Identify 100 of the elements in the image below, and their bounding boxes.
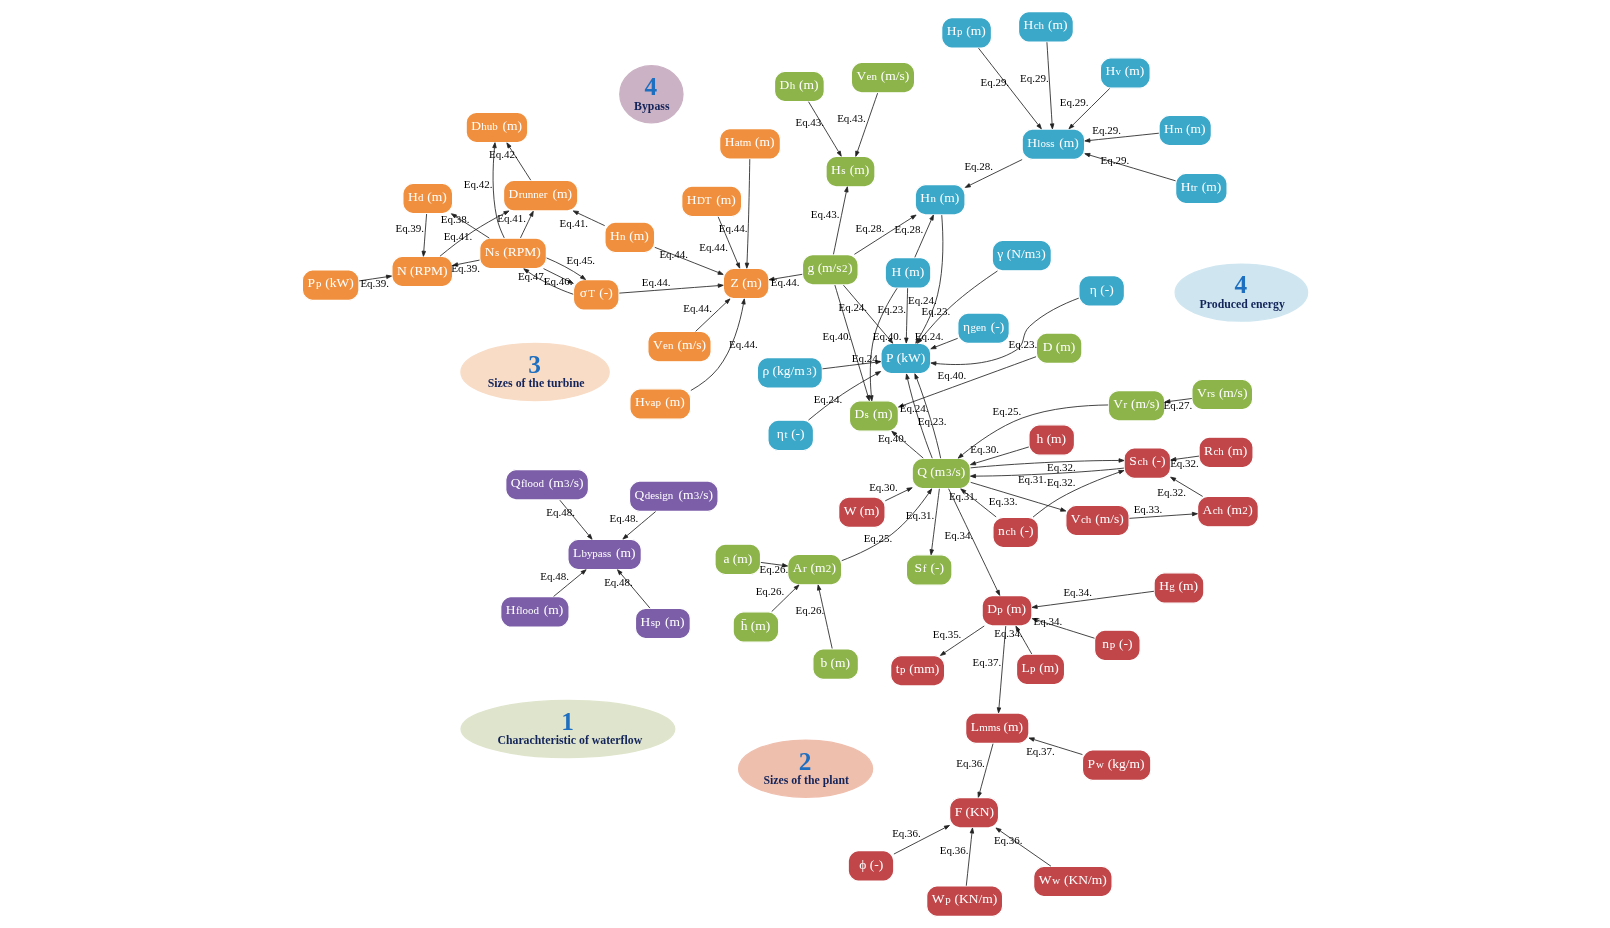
arrow	[559, 499, 593, 540]
edge-label: Eq.32.	[1047, 461, 1076, 474]
edge-label: Eq.48.	[546, 506, 575, 519]
arrow	[760, 562, 788, 568]
arrow	[843, 284, 894, 344]
arrow	[905, 373, 933, 459]
edge-label: Eq.41.	[443, 230, 473, 243]
node-box: Drunner (m)	[502, 179, 579, 212]
node-box: ηgen (-)	[957, 312, 1010, 345]
arrow	[506, 142, 532, 181]
node-box: Lp (m)	[1015, 653, 1066, 686]
node-box: Q (m3/s)	[911, 457, 972, 490]
edge-label: Eq.41.	[497, 211, 526, 224]
node-box: D (m)	[1035, 332, 1083, 365]
edge-label: Eq.41.	[559, 217, 589, 230]
edge-label: Eq.48.	[540, 570, 570, 583]
node-box: Hatm (m)	[719, 128, 782, 160]
edge-label: Eq.34.	[1063, 586, 1093, 599]
node-box: Ar (m2)	[787, 553, 843, 586]
node-box: Dp (m)	[981, 594, 1033, 627]
node-box: Pw (kg/m)	[1081, 749, 1152, 781]
edge-label: Eq.25.	[863, 531, 893, 544]
arrow	[995, 827, 1052, 867]
edge-label: Eq.24.	[914, 330, 944, 343]
edge-label: Eq.24.	[851, 352, 881, 365]
arrow	[970, 458, 1125, 469]
arrow	[914, 214, 934, 258]
edge-label: Eq.40.	[822, 329, 852, 342]
arrow	[1031, 590, 1155, 609]
node-box: ρ (kg/m3)	[756, 357, 823, 389]
edge-label: Eq.23.	[921, 305, 951, 318]
arrow	[622, 511, 657, 540]
node-box: Hv (m)	[1099, 57, 1151, 89]
arrow	[421, 213, 427, 257]
edge-label: Eq.40.	[937, 368, 967, 381]
node-box: ηt (-)	[767, 419, 815, 452]
arrow	[1068, 88, 1111, 130]
node-box: Sch (-)	[1123, 447, 1172, 479]
arrow	[553, 569, 587, 597]
node-box: Ven (m/s)	[850, 61, 916, 94]
node-box: Hch (m)	[1017, 11, 1074, 43]
edge-label: Eq.31.	[948, 489, 978, 502]
arrow	[930, 337, 959, 350]
arrow	[904, 287, 909, 344]
edge-label: Eq.38.	[440, 212, 470, 225]
edge-label: Eq.48.	[604, 575, 633, 588]
arrow	[1015, 625, 1033, 655]
node-box: Vrs (m/s)	[1191, 378, 1254, 411]
edge-label: Eq.26.	[795, 603, 825, 616]
node-box: Hg (m)	[1153, 572, 1205, 604]
edge-label: Eq.39.	[360, 277, 390, 290]
node-box: Wp (KN/m)	[926, 885, 1004, 917]
edge-label: Eq.39.	[451, 261, 480, 274]
node-box: Qflood (m3/s)	[505, 468, 590, 501]
node-box: Hvap (m)	[629, 388, 692, 420]
edge-label: Eq.28.	[894, 223, 924, 236]
edge-label: Eq.44.	[729, 337, 758, 350]
edge-label: Eq.33.	[988, 495, 1018, 508]
edge-label: Eq.36.	[939, 843, 969, 856]
edge-label: Eq.26.	[759, 563, 789, 575]
arrow	[930, 297, 1080, 366]
node-box: Hn (m)	[604, 221, 656, 254]
edge-label: Eq.23.	[917, 415, 947, 428]
node-box: Ww (KN/m)	[1033, 865, 1113, 898]
node-box: Hloss (m)	[1021, 128, 1086, 161]
arrow	[939, 625, 985, 656]
edge-label: Eq.37.	[972, 656, 1002, 669]
node-box: Ven (m/s)	[647, 330, 712, 363]
arrow	[817, 584, 833, 649]
arrow	[884, 487, 913, 502]
node-box: np (-)	[1093, 629, 1141, 662]
node-box: nch (-)	[992, 516, 1040, 549]
edge-label: Eq.24.	[838, 300, 868, 313]
arrow	[1128, 511, 1198, 519]
node-box: Sf (-)	[905, 554, 953, 586]
edge-label: Eq.29.	[1059, 95, 1089, 108]
arrow	[970, 481, 1067, 512]
arrow	[439, 210, 510, 257]
arrow	[520, 210, 534, 239]
arrow	[914, 373, 942, 459]
node-box: Ds (m)	[848, 400, 900, 432]
edge-label: Eq.40.	[872, 329, 902, 342]
arrow	[1164, 398, 1193, 404]
node-box: σT (-)	[572, 279, 620, 311]
node-box: Hm (m)	[1158, 114, 1212, 147]
arrow	[744, 158, 751, 269]
edge-label: Eq.28.	[855, 221, 885, 234]
edge-label: Eq.26.	[755, 585, 785, 598]
edge-label: Eq.32.	[1046, 476, 1076, 489]
edge-label: Eq.36.	[993, 834, 1023, 847]
edge-label: Eq.34.	[944, 528, 974, 541]
arrow	[977, 743, 994, 798]
node-box: g (m/s2)	[801, 253, 859, 286]
arrow	[1046, 41, 1055, 130]
node-box: b (m)	[812, 648, 860, 680]
arrow	[1084, 153, 1176, 182]
node-box: tp (mm)	[890, 654, 946, 687]
node-ellipse: 2 Sizes of the plant	[737, 739, 874, 798]
arrow	[854, 214, 917, 255]
arrow	[717, 216, 741, 269]
